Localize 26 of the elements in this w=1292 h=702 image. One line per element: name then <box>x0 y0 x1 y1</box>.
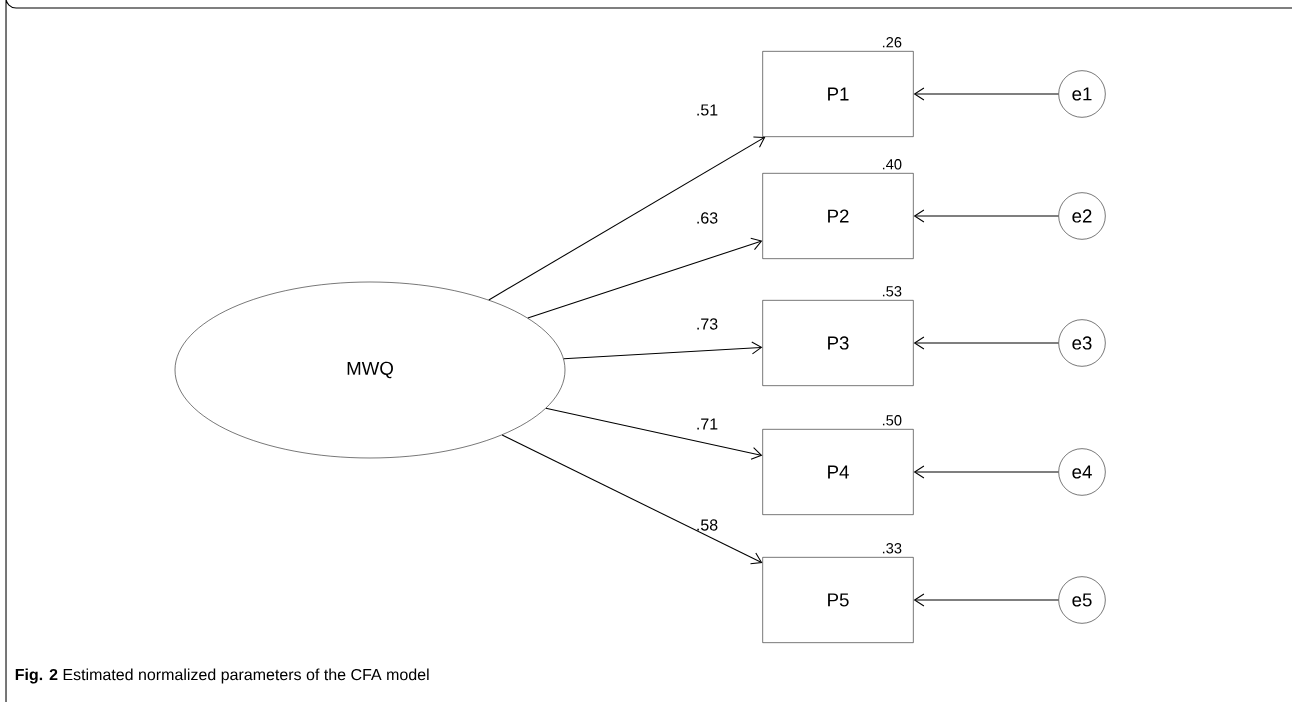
arrow <box>913 465 1059 479</box>
variance-label: .26 <box>882 37 902 48</box>
path-coefficient: .51 <box>697 104 718 116</box>
variance-label: .50 <box>882 415 902 426</box>
path-coefficient: .71 <box>697 418 718 430</box>
arrow <box>913 209 1059 223</box>
arrow <box>527 237 763 319</box>
observed-variable-box: P2 <box>762 173 914 259</box>
arrow <box>501 434 763 565</box>
observed-variable-box: P3 <box>762 300 914 386</box>
observed-variable-box: P1 <box>762 51 914 137</box>
path-coefficient: .58 <box>697 519 718 531</box>
variance-label: .53 <box>882 286 902 297</box>
arrow <box>913 593 1059 607</box>
arrow <box>563 341 763 360</box>
observed-variable-box: P5 <box>762 557 914 643</box>
arrow <box>488 136 766 301</box>
variance-label: .33 <box>882 543 902 554</box>
arrow <box>913 336 1059 350</box>
arrow <box>913 87 1059 101</box>
variance-label: .40 <box>882 159 902 170</box>
figure-caption: Fig. 2 Estimated normalized parameters of the CFA model <box>15 668 429 684</box>
arrow <box>545 407 763 460</box>
path-coefficient: .63 <box>697 212 718 224</box>
observed-variable-box: P4 <box>762 429 914 515</box>
path-coefficient: .73 <box>697 318 718 330</box>
